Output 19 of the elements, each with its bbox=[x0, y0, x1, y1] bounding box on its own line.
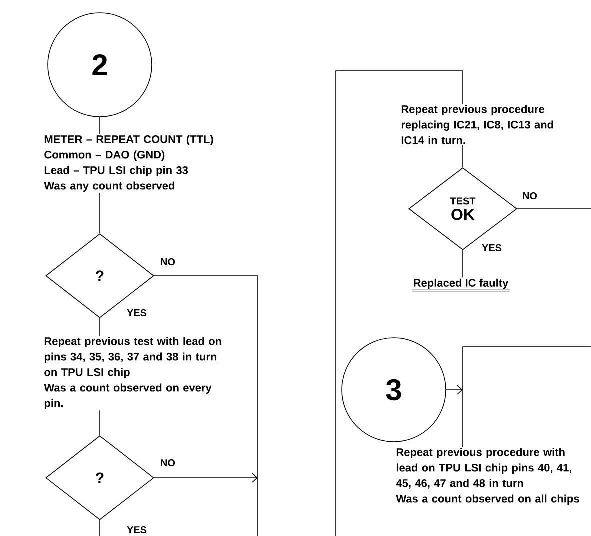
connector-line bbox=[517, 208, 591, 210]
connector-line bbox=[154, 473, 258, 483]
connector-line bbox=[446, 385, 463, 395]
connector-line bbox=[462, 250, 464, 278]
edge-label: YES bbox=[126, 525, 148, 535]
instruction-text: Repeat previous procedure replacing IC21, IC8, IC13 and IC14 in turn. bbox=[402, 105, 554, 144]
edge-label: NO bbox=[522, 191, 538, 201]
edge-label: YES bbox=[481, 243, 503, 253]
connector-line bbox=[462, 145, 464, 168]
edge-label: YES bbox=[126, 308, 148, 318]
edge-label: NO bbox=[160, 458, 176, 468]
instruction-text: Repeat previous procedure with lead on TPU LSI chip pins 40, 41, 45, 46, 47 and 48 in turn Was a count observed on all chips bbox=[396, 448, 580, 505]
instruction-text: Repeat previous test with lead on pins 34, 35, 36, 37 and 38 in turn on TPU LSI chip Was a count observed on every pin. bbox=[44, 337, 222, 410]
edge-label: NO bbox=[160, 257, 176, 267]
instruction-text: METER – REPEAT COUNT (TTL) Common – DAO (GND) Lead – TPU LSI chip pin 33 Was any count observed bbox=[44, 135, 214, 192]
connector-line bbox=[462, 346, 591, 448]
connector-line bbox=[336, 70, 464, 536]
result-text: Replaced IC faulty bbox=[412, 278, 510, 292]
connector-line bbox=[154, 276, 258, 536]
